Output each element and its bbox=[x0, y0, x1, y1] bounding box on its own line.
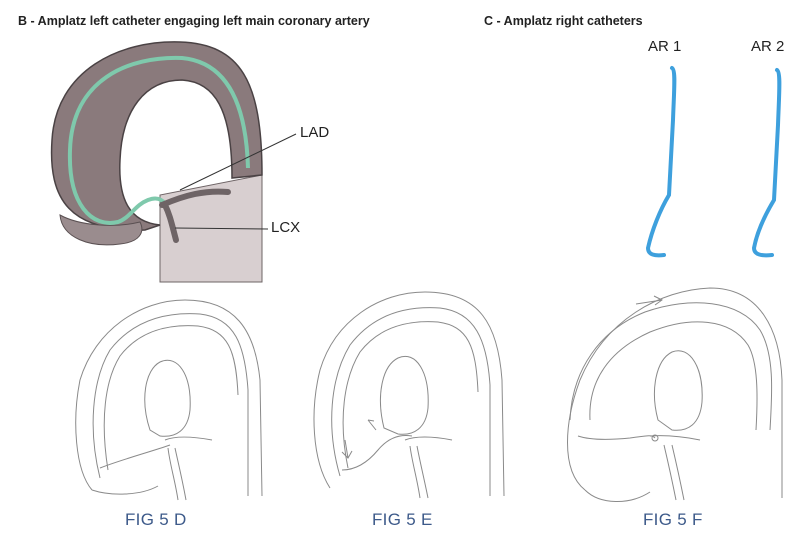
ar2-catheter bbox=[751, 68, 782, 258]
label-ar1: AR 1 bbox=[648, 38, 682, 55]
fig-5f-label: FIG 5 F bbox=[643, 510, 703, 529]
label-ar2: AR 2 bbox=[751, 38, 785, 55]
sketch-fig-5f bbox=[567, 287, 783, 502]
lad-leader-line bbox=[179, 133, 297, 191]
lcx-leader-line bbox=[174, 227, 269, 230]
sketch-fig-5d bbox=[75, 299, 263, 501]
lcx-branch bbox=[162, 202, 179, 243]
fig-5e-label: FIG 5 E bbox=[372, 510, 433, 529]
aortic-sinus bbox=[59, 214, 143, 246]
fig-5d-label: FIG 5 D bbox=[125, 510, 187, 529]
label-lcx: LCX bbox=[271, 219, 301, 236]
ar1-catheter bbox=[645, 66, 677, 258]
panel-c-heading: C - Amplatz right catheters bbox=[484, 14, 643, 28]
lad-branch bbox=[159, 188, 231, 208]
panel-b-heading: B - Amplatz left catheter engaging left … bbox=[18, 14, 370, 28]
label-lad: LAD bbox=[300, 124, 330, 141]
aortic-arch bbox=[50, 41, 263, 231]
sketch-fig-5e bbox=[313, 291, 505, 499]
amplatz-left-catheter bbox=[67, 55, 250, 225]
